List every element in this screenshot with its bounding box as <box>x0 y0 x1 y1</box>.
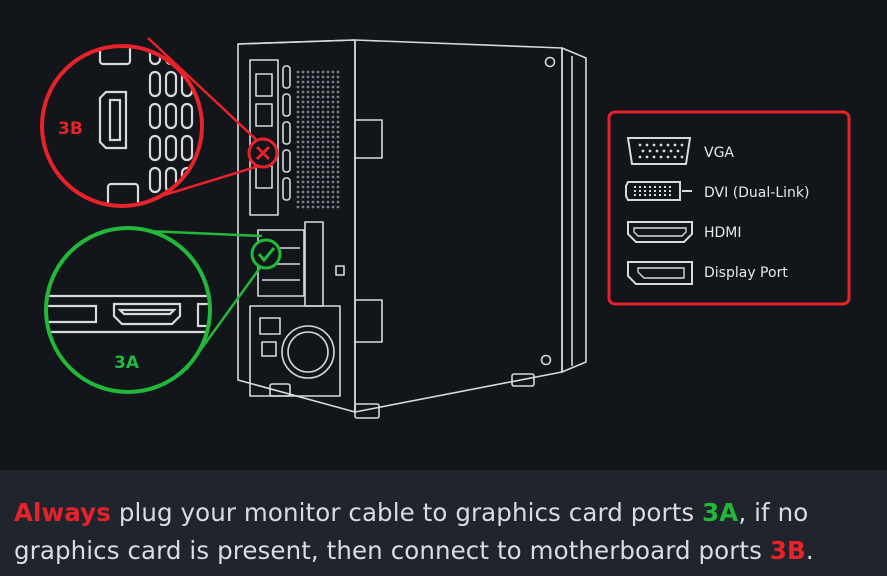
legend-vga-label: VGA <box>704 145 734 161</box>
ports-3b-label: 3B <box>769 536 806 565</box>
legend-displayport-label: Display Port <box>704 265 788 281</box>
instruction-text: Always plug your monitor cable to graphi… <box>0 470 887 570</box>
check-icon <box>250 238 282 270</box>
hdmi-port-icon <box>627 221 693 243</box>
vent-grid <box>296 70 340 209</box>
callout-3a: 3A <box>44 226 282 394</box>
caption-end: . <box>805 536 814 565</box>
error-x-icon <box>247 137 279 169</box>
vga-port-icon <box>626 137 692 165</box>
caption-part-2: , if no graphics card is present, then c… <box>14 498 809 565</box>
pc-rear-diagram: 3B 3A <box>40 37 851 419</box>
dvi-port-icon <box>625 181 692 201</box>
port-legend: VGA DVI (Dual-Link) HDMI <box>607 110 851 306</box>
callout-3b: 3B <box>40 37 279 208</box>
legend-dvi-label: DVI (Dual-Link) <box>704 185 809 201</box>
pc-case <box>237 39 587 419</box>
callout-3a-label: 3A <box>114 353 140 373</box>
ports-3a-label: 3A <box>702 498 739 527</box>
always-emphasis: Always <box>14 498 111 527</box>
legend-hdmi-label: HDMI <box>704 225 742 241</box>
caption-part-1: plug your monitor cable to graphics card… <box>110 498 703 527</box>
instruction-caption: Always plug your monitor cable to graphi… <box>0 470 887 576</box>
callout-3b-label: 3B <box>58 119 83 139</box>
displayport-icon <box>627 261 693 285</box>
